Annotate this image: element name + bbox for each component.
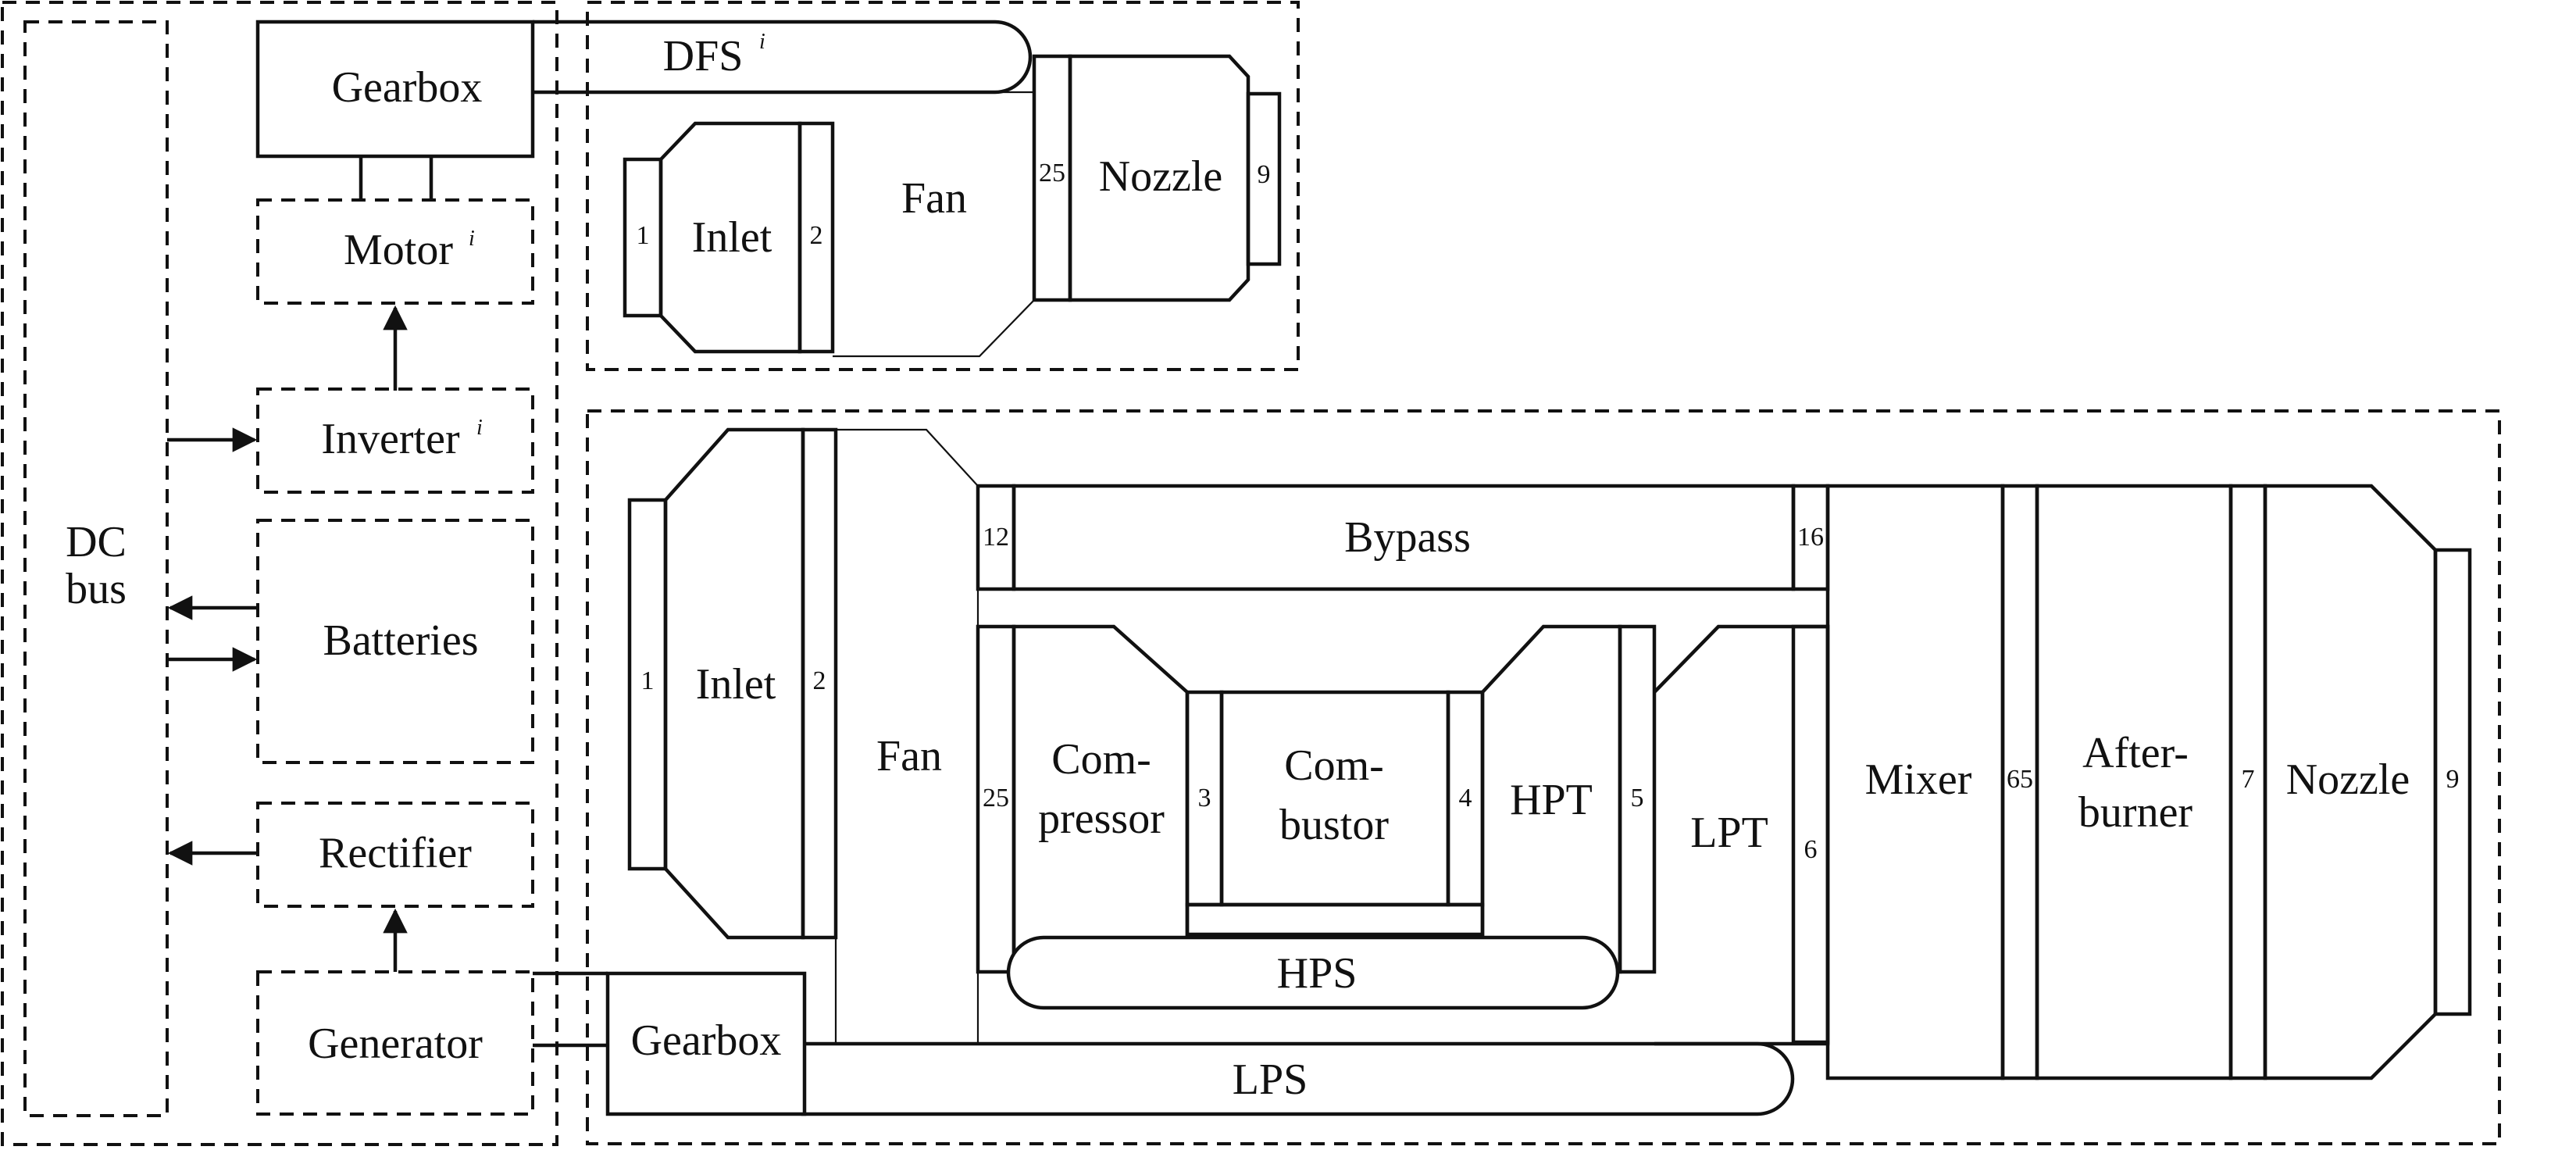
dfs-label: DFS xyxy=(663,32,744,80)
engine-station-2-label: 2 xyxy=(813,666,826,695)
hps-label: HPS xyxy=(1277,949,1358,998)
propulsor-nozzle xyxy=(1068,54,1251,302)
propulsor-fan-label: Fan xyxy=(901,174,967,223)
propulsor-station-2 xyxy=(797,121,835,354)
dc-bus-label-line1: DC xyxy=(66,518,127,566)
batteries-box: Batteries xyxy=(256,519,534,764)
engine-station-9 xyxy=(2433,548,2472,1016)
engine-station-16-label: 16 xyxy=(1797,523,1824,552)
engine-station-12-label: 12 xyxy=(983,523,1009,552)
motor-box: Motor i xyxy=(256,198,534,305)
lps-label: LPS xyxy=(1233,1055,1308,1104)
propulsor-station-9-label: 9 xyxy=(1258,160,1271,189)
afterburner-label-line1: After- xyxy=(2082,729,2189,777)
propulsor-boundary xyxy=(586,1,1300,371)
generator-label: Generator xyxy=(308,1020,483,1068)
dfs-shaft xyxy=(533,20,1033,95)
inverter-superscript: i xyxy=(476,416,483,440)
propulsor-fan xyxy=(833,91,1036,358)
engine-station-2 xyxy=(801,427,838,940)
dc-bus-label-line2: bus xyxy=(66,565,127,613)
batteries-label: Batteries xyxy=(323,616,478,665)
engine-station-1-label: 1 xyxy=(641,666,655,695)
propulsor-station-1-label: 1 xyxy=(637,221,650,250)
motor-label: Motor xyxy=(344,226,453,274)
generator-box: Generator xyxy=(256,970,608,1116)
compressor-label-line2: pressor xyxy=(1038,795,1165,843)
engine-fan-label: Fan xyxy=(876,732,942,780)
propulsor-group: DFS i 1 Inlet 2 Fan 25 Nozzle 9 xyxy=(533,1,1300,371)
engine-station-6 xyxy=(1791,624,1830,1045)
lps-shaft xyxy=(801,1041,1795,1116)
bypass-label: Bypass xyxy=(1344,513,1471,562)
gearbox-top-label: Gearbox xyxy=(332,63,483,112)
engine-station-65-label: 65 xyxy=(2007,765,2033,794)
combustor-label-line1: Com- xyxy=(1284,741,1384,790)
engine-nozzle-label: Nozzle xyxy=(2286,755,2410,804)
engine-station-5 xyxy=(1618,624,1657,974)
engine-gearbox xyxy=(605,971,807,1116)
lpt-label: LPT xyxy=(1690,809,1768,857)
afterburner-label-line2: burner xyxy=(2078,788,2193,837)
engine-station-25-label: 25 xyxy=(983,784,1009,812)
mixer-label: Mixer xyxy=(1865,755,1972,804)
propulsor-inlet-label: Inlet xyxy=(692,213,772,262)
rectifier-label: Rectifier xyxy=(319,829,472,877)
inverter-label: Inverter xyxy=(321,415,460,463)
engine-station-4-label: 4 xyxy=(1459,784,1472,812)
engine-station-9-label: 9 xyxy=(2446,765,2460,794)
hps-shaft xyxy=(1006,935,1620,1010)
engine-gearbox-label: Gearbox xyxy=(631,1016,782,1065)
electrical-system-boundary xyxy=(1,1,558,1146)
propulsor-station-25-label: 25 xyxy=(1039,159,1065,188)
engine-station-3-label: 3 xyxy=(1198,784,1211,812)
engine-group: 1 Inlet 2 Fan 12 Bypass 16 25 Com- press… xyxy=(586,409,2501,1145)
dfs-superscript: i xyxy=(759,30,765,54)
motor-superscript: i xyxy=(469,227,475,251)
compressor-label-line1: Com- xyxy=(1051,735,1151,784)
engine-station-7-label: 7 xyxy=(2242,765,2255,794)
electrical-system-group: DC bus xyxy=(1,1,558,1146)
dc-bus-box xyxy=(23,20,169,1117)
combustor-label-line2: bustor xyxy=(1279,801,1389,849)
hpt-label: HPT xyxy=(1510,776,1593,824)
propulsor-station-2-label: 2 xyxy=(810,221,823,250)
combustor xyxy=(1219,690,1450,907)
engine-inlet-label: Inlet xyxy=(696,660,776,709)
rectifier-box: Rectifier xyxy=(256,802,534,908)
engine-boundary xyxy=(586,409,2501,1145)
propulsor-nozzle-label: Nozzle xyxy=(1099,152,1223,201)
inverter-box: Inverter i xyxy=(256,388,534,494)
combustor-casing xyxy=(1185,902,1485,937)
gearbox-top: Gearbox xyxy=(255,20,535,198)
engine-station-5-label: 5 xyxy=(1631,784,1644,812)
afterburner xyxy=(2035,484,2233,1080)
engine-station-6-label: 6 xyxy=(1804,835,1818,864)
propulsor-station-9 xyxy=(1246,91,1282,266)
